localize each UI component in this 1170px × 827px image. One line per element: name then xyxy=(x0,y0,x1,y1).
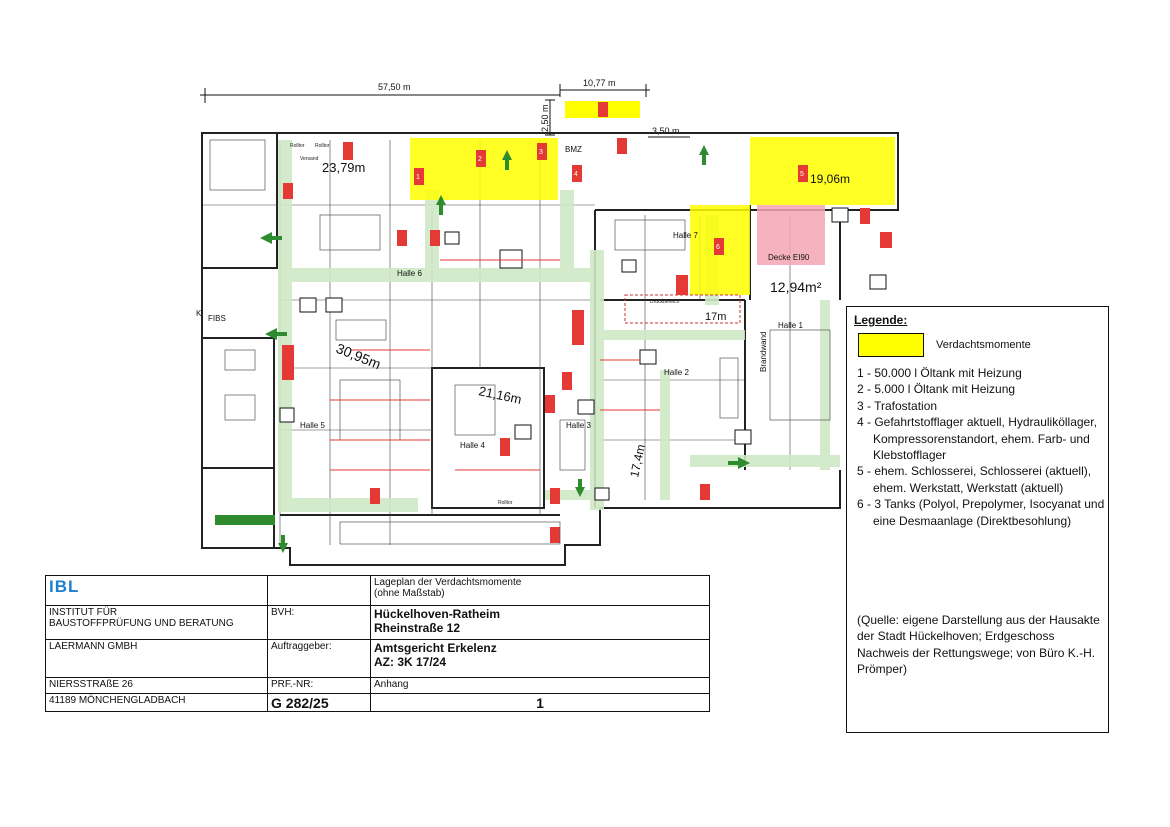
suspicion-label-6: 6 xyxy=(716,244,720,251)
legend-item-5: 5 - ehem. Schlosserei, Schlosserei (aktu… xyxy=(857,464,1092,495)
dim-top-length: 57,50 m xyxy=(378,82,411,92)
measure-21-16: 21,16m xyxy=(477,383,523,407)
pipe-lines xyxy=(330,259,660,471)
bvh-label: BVH: xyxy=(268,606,371,640)
label-halle-1: Halle 1 xyxy=(778,321,803,330)
hydrant-symbols xyxy=(279,207,887,501)
suspicion-markers xyxy=(414,143,808,255)
label-druckbereich: Druckbereich xyxy=(650,299,680,305)
legend-source: (Quelle: eigene Darstellung aus der Haus… xyxy=(857,613,1100,677)
suspicion-label-4: 4 xyxy=(574,171,578,178)
client-label: Auftraggeber: xyxy=(268,640,371,678)
institute-line-2: BAUSTOFFPRÜFUNG UND BERATUNG xyxy=(49,618,234,629)
suspicion-zones xyxy=(410,137,895,295)
label-brandwand: Brandwand xyxy=(759,332,768,372)
dim-3-50: 3,50 m xyxy=(652,126,680,136)
bvh-line-1: Hückelhoven-Ratheim xyxy=(374,607,501,621)
plan-title-cell: Lageplan der Verdachtsmomente (ohne Maßs… xyxy=(371,576,709,606)
client-value-cell: Amtsgericht Erkelenz AZ: 3K 17/24 xyxy=(371,640,709,678)
label-k: K xyxy=(196,309,202,318)
structure-grid xyxy=(202,140,791,545)
bvh-value-cell: Hückelhoven-Ratheim Rheinstraße 12 xyxy=(371,606,709,640)
legend-item-4: 4 - Gefahrtstofflager aktuell, Hydraulik… xyxy=(857,415,1097,463)
title-block: IBL Lageplan der Verdachtsmomente (ohne … xyxy=(45,575,710,712)
client-line-1: Amtsgericht Erkelenz xyxy=(374,641,497,655)
tank-marker-top-symbol xyxy=(598,102,608,117)
label-rolltor-3: Rolltor xyxy=(498,500,513,506)
machine-outlines xyxy=(209,139,831,545)
suspicion-label-2: 2 xyxy=(478,156,482,163)
label-halle-4: Halle 4 xyxy=(460,441,485,450)
company-name: LAERMANN GMBH xyxy=(49,641,138,652)
measure-17: 17m xyxy=(705,311,726,323)
measure-23-79: 23,79m xyxy=(322,160,365,175)
label-versand: Versand xyxy=(300,156,319,162)
dimension-lines xyxy=(200,84,690,138)
label-halle-3: Halle 3 xyxy=(566,421,591,430)
pink-area-decke xyxy=(757,205,825,265)
street: NIERSSTRAßE 26 xyxy=(46,678,268,694)
bvh-line-2: Rheinstraße 12 xyxy=(374,621,461,635)
legend-item-2: 2 - 5.000 l Öltank mit Heizung xyxy=(857,382,1016,397)
measure-19-06: 19,06m xyxy=(810,172,850,186)
label-bmz: BMZ xyxy=(565,145,582,154)
blank-cell xyxy=(268,576,371,606)
legend-item-6: 6 - 3 Tanks (Polyol, Prepolymer, Isocyan… xyxy=(857,497,1105,528)
legend-title: Legende: xyxy=(854,313,908,327)
legend-swatch-label: Verdachtsmomente xyxy=(936,339,1031,351)
dim-top-right: 10,77 m xyxy=(583,78,616,88)
legend-item-3: 3 - Trafostation xyxy=(857,398,938,413)
institute-line-1: INSTITUT FÜR xyxy=(49,607,118,618)
institute-cell: INSTITUT FÜR BAUSTOFFPRÜFUNG UND BERATUN… xyxy=(46,606,268,640)
page-number: 1 xyxy=(536,695,544,711)
label-halle-7: Halle 7 xyxy=(673,231,698,240)
legend-list: 1 - 50.000 l Öltank mit Heizung 2 - 5.00… xyxy=(857,365,1107,529)
prf-label: PRF.-NR: xyxy=(268,678,371,694)
ibl-logo: IBL xyxy=(49,577,80,596)
measure-12-94: 12,94m² xyxy=(770,279,822,295)
plan-title-line-1: Lageplan der Verdachtsmomente xyxy=(374,577,522,588)
label-halle-5: Halle 5 xyxy=(300,421,325,430)
plan-title-line-2: (ohne Maßstab) xyxy=(374,588,445,599)
prf-number: G 282/25 xyxy=(268,694,371,711)
measure-17-4: 17,4m xyxy=(627,443,648,479)
suspicion-label-5: 5 xyxy=(800,171,804,178)
legend-item-1: 1 - 50.000 l Öltank mit Heizung xyxy=(857,366,1022,380)
client-line-2: AZ: 3K 17/24 xyxy=(374,655,447,669)
label-halle-2: Halle 2 xyxy=(664,368,689,377)
city: 41189 MÖNCHENGLADBACH xyxy=(46,694,268,711)
label-rolltor-1: Rolltor xyxy=(290,143,305,149)
logo-cell: IBL xyxy=(46,576,268,606)
suspicion-marker-labels: 1 2 3 4 5 6 xyxy=(416,149,804,251)
fire-equipment-signs xyxy=(282,138,892,543)
suspicion-label-3: 3 xyxy=(539,149,543,156)
dim-vertical: 2,50 m xyxy=(540,104,550,132)
company-cell: LAERMANN GMBH xyxy=(46,640,268,678)
annex-label: Anhang xyxy=(371,678,709,694)
label-halle-6: Halle 6 xyxy=(397,269,422,278)
suspicion-label-1: 1 xyxy=(416,174,420,181)
label-decke: Decke EI90 xyxy=(768,253,810,262)
legend-box: Legende: Verdachtsmomente 1 - 50.000 l Ö… xyxy=(846,306,1109,733)
legend-swatch-yellow xyxy=(858,333,924,357)
label-rolltor-2: Rolltor xyxy=(315,143,330,149)
exit-arrows xyxy=(215,145,750,553)
label-fibs: FIBS xyxy=(208,314,226,323)
measure-30-95: 30,95m xyxy=(334,340,383,372)
